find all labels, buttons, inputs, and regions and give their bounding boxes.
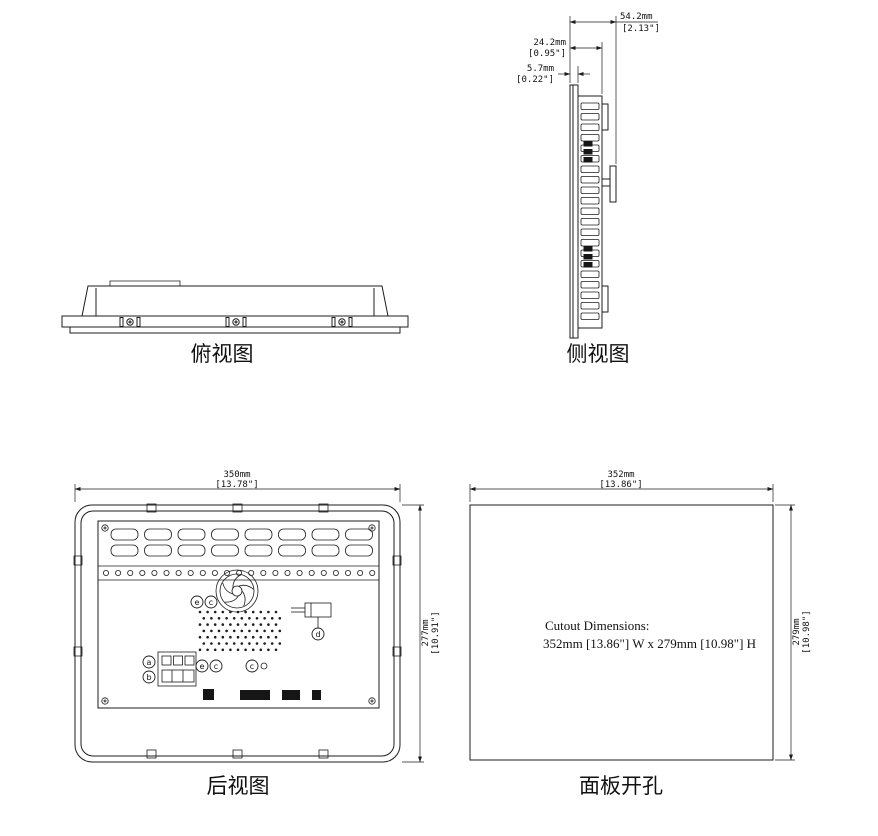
- rear-corner-screws: [101, 524, 376, 705]
- cutout-note-line1: Cutout Dimensions:: [545, 618, 649, 633]
- rear-view-dimension-lines: [74, 484, 424, 763]
- rear-view-bezel: [74, 504, 401, 763]
- cutout-dim-height-in: [10.98"]: [802, 610, 812, 653]
- rear-clamp-bracket: [291, 602, 332, 628]
- rear-dim-width-mm: 350mm: [223, 470, 250, 480]
- rear-vent-slots: [110, 528, 373, 557]
- side-dim-total-in: [2.13"]: [622, 24, 660, 34]
- rear-power-terminal: [157, 651, 197, 687]
- callout-b: b: [142, 670, 156, 684]
- rear-dim-height-mm: 277mm: [421, 619, 431, 646]
- side-label-marks: [583, 141, 593, 268]
- cutout-dimension-lines: [469, 484, 795, 761]
- callout-c-upper: c: [204, 595, 218, 609]
- cutout-note-line2: 352mm [13.86"] W x 279mm [10.98"] H: [543, 636, 756, 651]
- side-view-caption: 侧视图: [567, 342, 630, 366]
- callout-c-lower-right: c: [245, 659, 268, 673]
- svg-text:c: c: [209, 598, 213, 607]
- rear-view: 350mm [13.78"] 277mm [10.91"]: [73, 470, 441, 798]
- side-view-dimension-lines: [558, 16, 658, 164]
- callout-d: d: [311, 627, 325, 641]
- svg-text:a: a: [147, 658, 152, 667]
- rear-dim-height-in: [10.91"]: [431, 611, 441, 654]
- side-dim-total-mm: 54.2mm: [620, 12, 653, 22]
- svg-text:c: c: [214, 662, 218, 671]
- callout-e-lower: e: [195, 659, 209, 673]
- side-view-geometry: [569, 84, 617, 339]
- svg-text:c: c: [250, 662, 254, 671]
- top-view-clamps: [119, 317, 353, 327]
- cutout-rect: [469, 504, 774, 761]
- rear-edge-clamp-slots: [73, 503, 402, 759]
- callout-c-lower-left: c: [209, 659, 223, 673]
- side-dim-bezel-in: [0.22"]: [516, 75, 554, 85]
- top-view: 俯视图: [61, 280, 409, 366]
- side-view: 54.2mm [2.13"] 24.2mm [0.95"] 5.7mm [0.2…: [516, 12, 660, 366]
- rear-perforation-grid: [198, 610, 282, 652]
- side-dim-body-in: [0.95"]: [528, 49, 566, 59]
- cutout-dim-width-in: [13.86"]: [599, 480, 642, 490]
- cutout-view: 352mm [13.86"] 279mm [10.98"] Cutout Dim…: [469, 470, 812, 798]
- rear-dim-width-in: [13.78"]: [215, 480, 258, 490]
- svg-text:b: b: [146, 673, 151, 682]
- side-dim-bezel-mm: 5.7mm: [527, 64, 554, 74]
- fan-blades: [222, 574, 254, 607]
- callout-e-upper: e: [190, 595, 204, 609]
- rear-io-connectors: [203, 689, 321, 700]
- rear-hole-row: [103, 570, 376, 577]
- cutout-dim-height-mm: 279mm: [792, 618, 802, 645]
- svg-text:d: d: [315, 630, 320, 639]
- top-view-caption: 俯视图: [191, 342, 254, 366]
- svg-text:e: e: [195, 598, 200, 607]
- side-dim-body-mm: 24.2mm: [533, 38, 566, 48]
- cutout-view-caption: 面板开孔: [579, 774, 663, 798]
- callout-a: a: [142, 655, 156, 669]
- cutout-dim-width-mm: 352mm: [607, 470, 634, 480]
- rear-view-caption: 后视图: [207, 774, 270, 798]
- svg-text:e: e: [200, 662, 205, 671]
